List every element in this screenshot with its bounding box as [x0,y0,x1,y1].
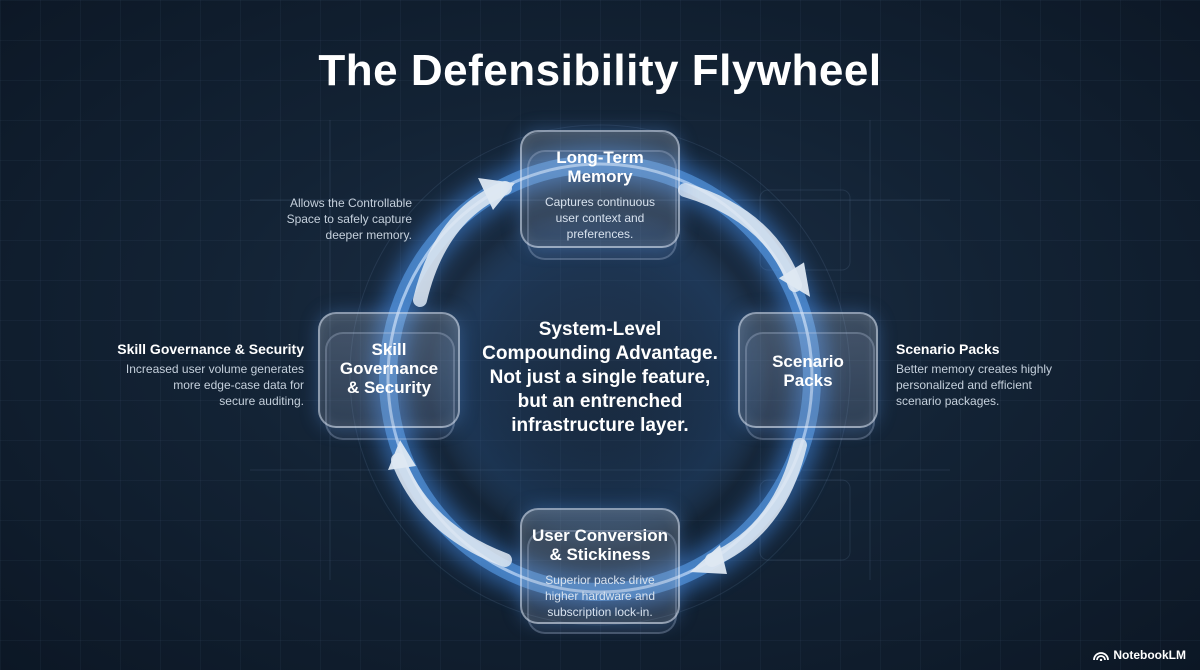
node-bottom-title-line-2: & Stickiness [549,545,651,564]
node-user-conversion: User Conversion & Stickiness Superior pa… [520,508,680,624]
node-bottom-shadow [527,530,677,634]
node-left-title-line-3: & Security [346,378,432,397]
annotation-right-line-1: Better memory creates highly [896,362,1053,376]
arrowhead-top [478,178,515,210]
arrowhead-right [778,262,811,297]
node-top-desc-line-1: Captures continuous [544,195,656,209]
annotation-left-line-3: secure auditing. [219,394,304,408]
node-top-desc-line-3: preferences. [566,227,634,241]
node-bottom-desc-line-3: subscription lock-in. [547,605,653,619]
annotation-left-title: Skill Governance & Security [117,341,304,357]
annotation-top-left: Allows the Controllable Space to safely … [240,195,412,243]
notebooklm-logo-icon [1093,652,1110,661]
center-line-5: infrastructure layer. [511,415,689,436]
center-line-4: but an entrenched [517,391,683,412]
annotation-right-line-3: scenario packages. [896,394,1000,408]
brand-name: NotebookLM [1113,648,1186,662]
node-bottom-desc-line-1: Superior packs drive [545,573,655,587]
node-bottom-desc: Superior packs drive higher hardware and… [522,572,678,620]
node-top-shadow [527,150,677,260]
node-bottom-desc-line-2: higher hardware and [544,589,656,603]
arrow-right-to-bottom [705,438,807,567]
center-line-2: Compounding Advantage. [482,343,718,364]
node-right-title-line-2: Packs [783,371,833,390]
annotation-top-left-line-1: Allows the Controllable [289,196,412,210]
annotation-top-left-line-3: deeper memory. [325,228,412,242]
annotation-right-line-2: personalized and efficient [896,378,1032,392]
node-top-desc: Captures continuous user context and pre… [522,194,678,242]
node-skill-governance: Skill Governance & Security [318,312,460,428]
center-line-1: System-Level [538,319,662,340]
node-top-desc-line-2: user context and [555,211,645,225]
ring-inner-glow [430,206,770,550]
center-line-3: Not just a single feature, [489,367,711,388]
arrowhead-bottom [690,545,727,574]
center-statement: System-Level Compounding Advantage. Not … [460,318,740,438]
page-title: The Defensibility Flywheel [318,46,882,95]
ring-highlight [386,162,814,594]
node-top-title-line-1: Long-Term [556,148,644,167]
annotation-left-desc: Increased user volume generates more edg… [60,361,304,409]
node-top-title-line-2: Memory [567,167,633,186]
arrowhead-left [388,440,416,470]
annotation-right-title: Scenario Packs [896,341,1000,357]
arrow-top-to-right [678,183,802,292]
node-right-title-line-1: Scenario [772,352,844,371]
node-scenario-packs: Scenario Packs [738,312,878,428]
brand-mark: NotebookLM [1093,648,1186,662]
node-left-title-line-1: Skill [371,340,407,359]
node-left-shadow [325,332,455,440]
annotation-left-line-2: more edge-case data for [173,378,304,392]
node-left-title-line-2: Governance [339,359,439,378]
arrow-bottom-to-left [391,453,512,567]
node-right-shadow [745,332,875,440]
node-long-term-memory: Long-Term Memory Captures continuous use… [520,130,680,248]
annotation-top-left-line-2: Space to safely capture [286,212,412,226]
annotation-right-desc: Better memory creates highly personalize… [896,361,1156,409]
annotation-left-line-1: Increased user volume generates [125,362,304,376]
node-bottom-title-line-1: User Conversion [531,526,669,545]
